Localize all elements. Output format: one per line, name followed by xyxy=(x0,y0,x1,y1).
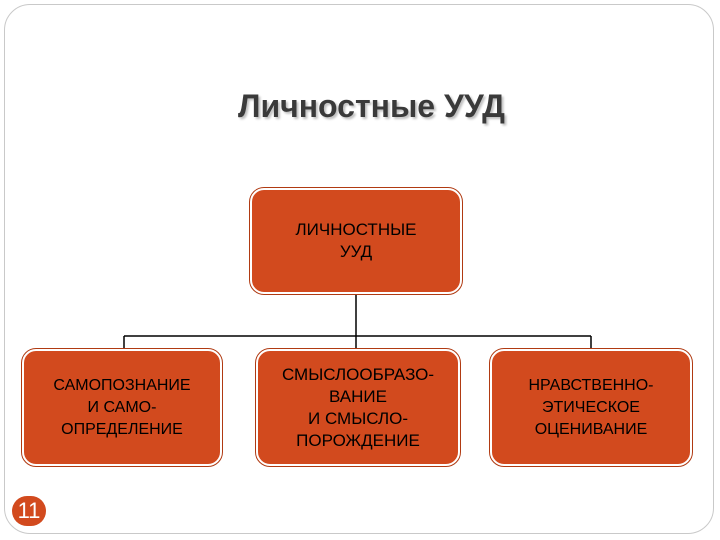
node-self-knowledge-label: САМОПОЗНАНИЕ И САМО- ОПРЕДЕЛЕНИЕ xyxy=(53,376,191,438)
node-moral-ethical: НРАВСТВЕННО- ЭТИЧЕСКОЕ ОЦЕНИВАНИЕ xyxy=(489,348,693,467)
node-meaning-formation: СМЫСЛООБРАЗО- ВАНИЕ И СМЫСЛО- ПОРОЖДЕНИЕ xyxy=(255,348,461,467)
node-personal-uud-label: ЛИЧНОСТНЫЕ УУД xyxy=(295,220,417,261)
page-number: 11 xyxy=(17,498,41,523)
node-personal-uud: ЛИЧНОСТНЫЕ УУД xyxy=(249,187,463,295)
slide-title: Личностные УУД xyxy=(238,88,505,124)
node-moral-ethical-label: НРАВСТВЕННО- ЭТИЧЕСКОЕ ОЦЕНИВАНИЕ xyxy=(528,376,654,438)
page-number-badge: 11 xyxy=(12,496,46,526)
node-self-knowledge: САМОПОЗНАНИЕ И САМО- ОПРЕДЕЛЕНИЕ xyxy=(21,348,223,467)
node-meaning-formation-label: СМЫСЛООБРАЗО- ВАНИЕ И СМЫСЛО- ПОРОЖДЕНИЕ xyxy=(281,364,435,450)
